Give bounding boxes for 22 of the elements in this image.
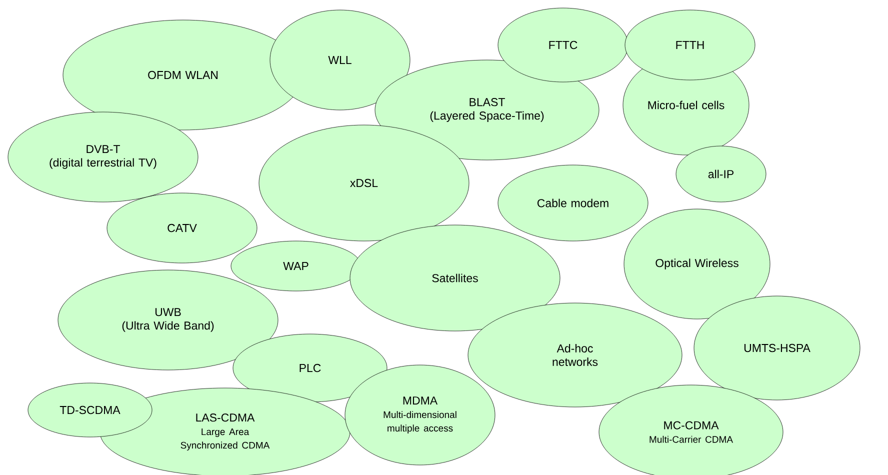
ellipse-node: MC-CDMA Multi-Carrier CDMA xyxy=(598,384,784,475)
ellipse-node: Satellites xyxy=(350,224,560,332)
ellipse-node: TD-SCDMA xyxy=(28,382,152,438)
node-label: Large Area Synchronized CDMA xyxy=(180,428,270,451)
ellipse-node: all-IP xyxy=(676,146,766,202)
node-label: MC-CDMA xyxy=(664,421,719,430)
ellipse-node: Ad-hoc networks xyxy=(468,302,682,408)
ellipse-node: UMTS-HSPA xyxy=(694,296,860,400)
node-label: LAS-CDMA xyxy=(196,414,255,422)
ellipse-node: UWB (Ultra Wide Band) xyxy=(58,270,278,370)
node-label: Multi-Carrier CDMA xyxy=(650,436,733,443)
ellipse-node: OFDM WLAN xyxy=(62,20,304,130)
ellipse-node: PLC xyxy=(232,334,388,402)
ellipse-node: FTTH xyxy=(624,10,756,80)
ellipse-node: WLL xyxy=(270,10,410,110)
ellipse-node: FTTC xyxy=(498,8,628,82)
ellipse-node: MDMA Multi-dimensional multiple access xyxy=(344,364,496,466)
ellipse-node: CATV xyxy=(106,192,258,264)
ellipse-node: Cable modem xyxy=(498,164,648,242)
ellipse-node: DVB-T (digital terrestrial TV) xyxy=(8,112,198,202)
ellipse-node: Optical Wireless xyxy=(624,208,770,320)
ellipse-node: WAP xyxy=(230,240,362,292)
